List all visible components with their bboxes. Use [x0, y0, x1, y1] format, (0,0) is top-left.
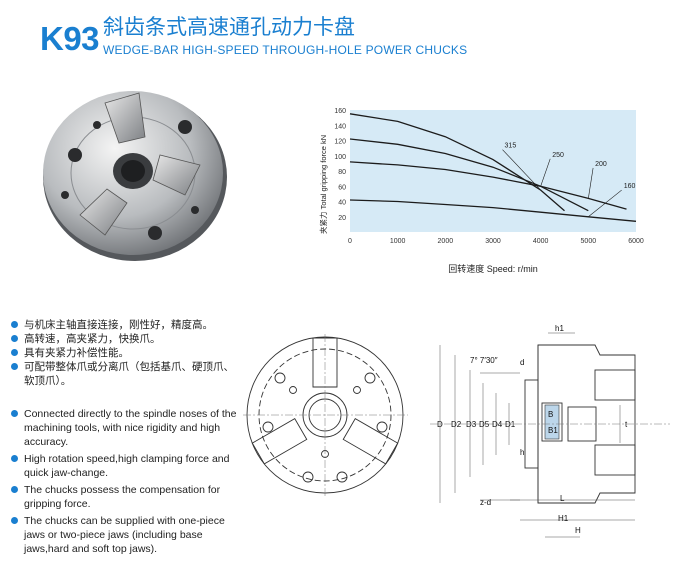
- dim-label: H1: [558, 514, 569, 523]
- y-axis-label: 夹紧力 Total gripping force kN: [318, 135, 328, 234]
- dim-label: D4: [492, 420, 503, 429]
- x-tick-label: 3000: [485, 238, 501, 245]
- feature-item: 与机床主轴直接连接，刚性好，精度高。: [10, 318, 240, 332]
- y-tick-label: 100: [334, 154, 346, 161]
- dim-label: d: [520, 358, 524, 367]
- x-tick-label: 6000: [628, 238, 644, 245]
- x-tick-label: 4000: [533, 238, 549, 245]
- series-label-315: 315: [505, 143, 517, 150]
- feature-item: 具有夹紧力补偿性能。: [10, 346, 240, 360]
- front-view-drawing: [243, 334, 408, 496]
- feature-list-en: Connected directly to the spindle noses …: [10, 407, 240, 559]
- gripping-force-chart: 20 40 60 80 100 120 140 160 0 1000 2000 3000 4000 500…: [318, 108, 644, 274]
- dim-label: H: [575, 526, 581, 535]
- series-line-315: [349, 113, 565, 212]
- title-chinese: 斜齿条式高速通孔动力卡盘: [103, 15, 355, 39]
- x-tick-label: 1000: [390, 238, 406, 245]
- y-tick-label: 60: [338, 184, 346, 191]
- dim-label: h1: [555, 325, 564, 333]
- dim-label: L: [560, 494, 565, 503]
- angle-label: 7° 7′30″: [470, 356, 498, 365]
- series-label-250: 250: [552, 152, 564, 159]
- feature-item: 高转速，高夹紧力，快换爪。: [10, 332, 240, 346]
- title-english: WEDGE-BAR HIGH-SPEED THROUGH-HOLE POWER …: [103, 43, 468, 57]
- section-view-drawing: D D2 D3 D5 D4 D1 d h h1 H H1 L B B1 t z-…: [430, 325, 670, 538]
- dim-label: D1: [505, 420, 516, 429]
- bullet-icon: [11, 321, 18, 328]
- feature-list-cn: 与机床主轴直接连接，刚性好，精度高。 高转速，高夹紧力，快换爪。 具有夹紧力补偿…: [10, 318, 240, 388]
- feature-item: The chucks possess the compensation for …: [10, 483, 240, 511]
- y-tick-label: 140: [334, 123, 346, 130]
- model-code: K93: [40, 20, 100, 57]
- series-leader-200: [588, 167, 594, 199]
- y-tick-label: 80: [338, 169, 346, 176]
- dim-label: D2: [451, 420, 462, 429]
- dim-label: B1: [548, 426, 558, 435]
- series-leader-160: [588, 189, 622, 217]
- series-line-160: [349, 199, 637, 222]
- feature-item: The chucks can be supplied with one-piec…: [10, 514, 240, 556]
- dim-label: z-d: [480, 498, 491, 507]
- series-label-200: 200: [595, 161, 607, 168]
- bullet-icon: [11, 410, 18, 417]
- feature-item: High rotation speed,high clamping force …: [10, 452, 240, 480]
- dim-label: t: [625, 420, 628, 429]
- dim-label: B: [548, 410, 553, 419]
- bullet-icon: [11, 335, 18, 342]
- x-tick-label: 0: [348, 238, 352, 245]
- feature-item: Connected directly to the spindle noses …: [10, 407, 240, 449]
- dim-label: D5: [479, 420, 490, 429]
- dim-label: D: [437, 420, 443, 429]
- bullet-icon: [11, 455, 18, 462]
- chart-plot-area: [350, 110, 636, 232]
- x-tick-label: 5000: [581, 238, 597, 245]
- y-tick-label: 120: [334, 139, 346, 146]
- bullet-icon: [11, 349, 18, 356]
- series-line-250: [349, 138, 589, 212]
- bullet-icon: [11, 486, 18, 493]
- x-axis-label: 回转速度 Speed: r/min: [448, 263, 538, 274]
- chuck-photo: [43, 91, 227, 261]
- series-leader-250: [540, 158, 551, 187]
- y-tick-label: 160: [334, 108, 346, 115]
- dim-label: D3: [466, 420, 477, 429]
- series-label-160: 160: [624, 183, 636, 190]
- bullet-icon: [11, 363, 18, 370]
- feature-item: 可配带整体爪或分离爪（包括基爪、硬顶爪、软顶爪）。: [10, 360, 240, 388]
- y-tick-label: 40: [338, 200, 346, 207]
- x-tick-label: 2000: [438, 238, 454, 245]
- bullet-icon: [11, 517, 18, 524]
- y-tick-label: 20: [338, 215, 346, 222]
- dim-label: h: [520, 448, 524, 457]
